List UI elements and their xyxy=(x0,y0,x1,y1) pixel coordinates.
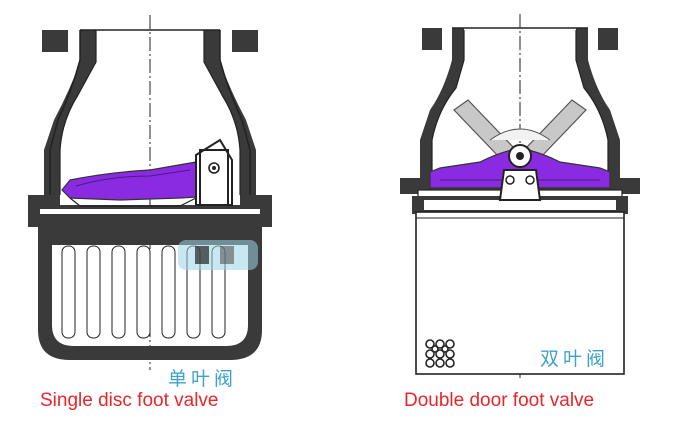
valve-body-left xyxy=(28,30,96,210)
disc-left xyxy=(61,161,215,201)
strainer-holes-right xyxy=(425,339,455,368)
hinge-left xyxy=(195,138,233,206)
label-cn-double: 双叶阀 xyxy=(540,348,610,370)
valve-body-right xyxy=(400,28,464,194)
top-flange-left xyxy=(42,30,258,52)
seat-flange-left xyxy=(28,205,272,227)
label-cn-single: 单叶阀 xyxy=(168,368,238,390)
caption-single-disc: Single disc foot valve xyxy=(40,390,219,411)
double-door-valve xyxy=(400,14,640,378)
watermark-blob xyxy=(178,240,258,270)
strainer-basket-left xyxy=(38,227,262,360)
caption-double-door: Double door foot valve xyxy=(404,390,595,411)
open-doors-right xyxy=(453,99,587,159)
strainer-box-right xyxy=(415,211,625,375)
hinge-right xyxy=(498,144,542,201)
single-disc-valve xyxy=(28,15,272,370)
